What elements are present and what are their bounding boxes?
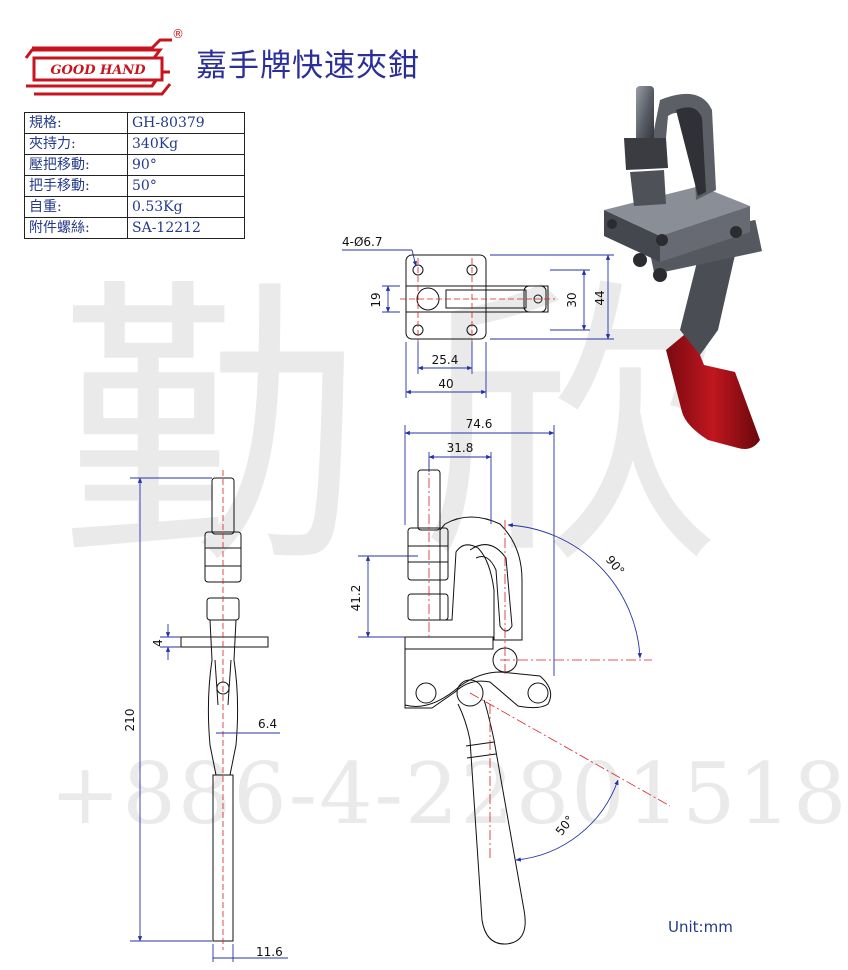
dim-50-deg: 50° [553, 813, 577, 838]
dim-41-2: 41.2 [349, 585, 363, 612]
clamp-drawing: 4-Ø6.7 19 30 44 25.4 40 210 4 6.4 11.6 [123, 86, 763, 962]
watermark-phone: +886-4-22801518 [50, 745, 848, 843]
front-view-centerlines [428, 460, 671, 858]
dim-hole: 4-Ø6.7 [342, 235, 383, 249]
spec-label: 壓把移動: [24, 154, 128, 176]
front-view [404, 469, 552, 945]
good-hand-logo: GOOD HAND ® [24, 27, 184, 96]
dim-31-8: 31.8 [447, 441, 474, 455]
spec-table: 規格:GH-80379 夾持力:340Kg 壓把移動:90° 把手移動:50° … [24, 112, 245, 239]
top-view-dimensions [342, 249, 614, 398]
registered-mark: ® [172, 27, 184, 41]
page-title: 嘉手牌快速夾鉗 [196, 48, 420, 84]
dim-6-4: 6.4 [258, 717, 277, 731]
top-view-centerlines [400, 258, 555, 342]
front-view-dimensions [358, 425, 642, 862]
top-view [405, 254, 549, 340]
dim-25-4: 25.4 [432, 353, 459, 367]
spec-label: 附件螺絲: [24, 217, 128, 239]
dim-19: 19 [369, 292, 383, 307]
dim-74-6: 74.6 [466, 417, 493, 431]
dim-210: 210 [123, 709, 137, 732]
dim-4: 4 [151, 639, 165, 647]
side-view [180, 477, 269, 942]
spec-row: 附件螺絲:SA-12212 [24, 217, 245, 239]
dim-30: 30 [565, 292, 579, 307]
side-view-dimensions [130, 477, 288, 962]
dim-40: 40 [438, 377, 453, 391]
spec-row: 規格:GH-80379 [24, 112, 245, 134]
dim-11-6: 11.6 [256, 945, 283, 959]
clamp-3d-render [604, 86, 763, 449]
spec-value: SA-12212 [127, 217, 245, 239]
spec-row: 壓把移動:90° [24, 154, 245, 176]
unit-label: Unit:mm [668, 918, 733, 936]
dim-44: 44 [593, 290, 607, 305]
spec-value: 340Kg [127, 133, 245, 155]
logo-text: GOOD HAND [50, 63, 146, 78]
spec-value: GH-80379 [127, 112, 245, 134]
spec-row: 自重:0.53Kg [24, 196, 245, 218]
